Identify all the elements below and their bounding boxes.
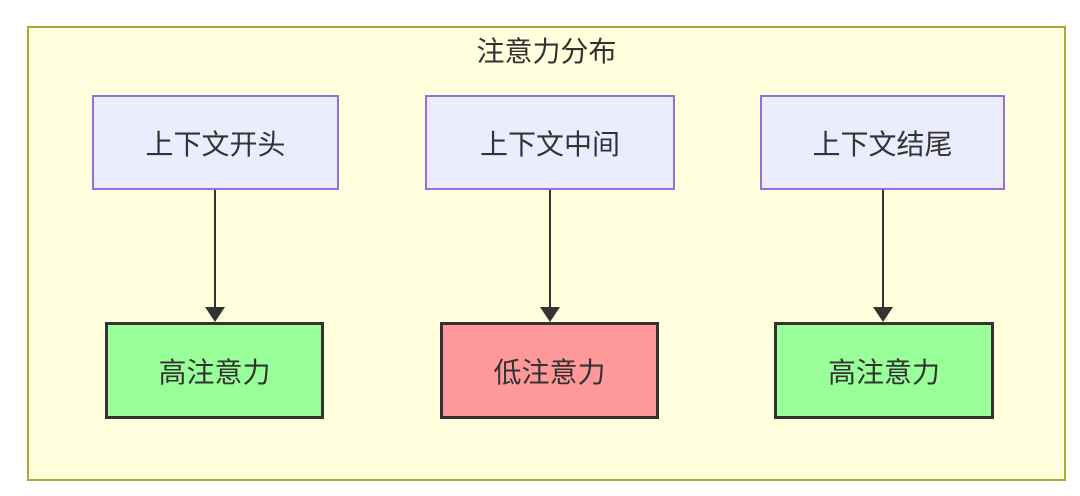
node-context-end: 上下文结尾 bbox=[760, 95, 1005, 190]
node-low-attention: 低注意力 bbox=[440, 322, 659, 419]
arrowhead-icon bbox=[873, 307, 893, 322]
node-context-middle: 上下文中间 bbox=[425, 95, 675, 190]
arrow-line bbox=[882, 190, 884, 307]
node-low-attention-label: 低注意力 bbox=[493, 356, 606, 388]
node-context-end-label: 上下文结尾 bbox=[812, 128, 953, 160]
node-context-middle-label: 上下文中间 bbox=[479, 128, 620, 160]
node-high-attention-1: 高注意力 bbox=[105, 322, 324, 419]
arrow-middle-to-low bbox=[540, 190, 560, 322]
arrow-end-to-high bbox=[873, 190, 893, 322]
arrow-line bbox=[214, 190, 216, 307]
node-high-attention-2: 高注意力 bbox=[774, 322, 994, 419]
arrow-line bbox=[549, 190, 551, 307]
arrowhead-icon bbox=[205, 307, 225, 322]
node-high-attention-2-label: 高注意力 bbox=[827, 356, 940, 388]
arrowhead-icon bbox=[540, 307, 560, 322]
cluster-title: 注意力分布 bbox=[476, 36, 617, 67]
attention-distribution-cluster: 注意力分布 上下文开头 高注意力 上下文中间 低注意力 上下文结尾 bbox=[27, 26, 1066, 481]
arrow-beginning-to-high bbox=[205, 190, 225, 322]
node-context-beginning: 上下文开头 bbox=[92, 95, 339, 190]
node-context-beginning-label: 上下文开头 bbox=[145, 128, 286, 160]
node-high-attention-1-label: 高注意力 bbox=[158, 356, 271, 388]
